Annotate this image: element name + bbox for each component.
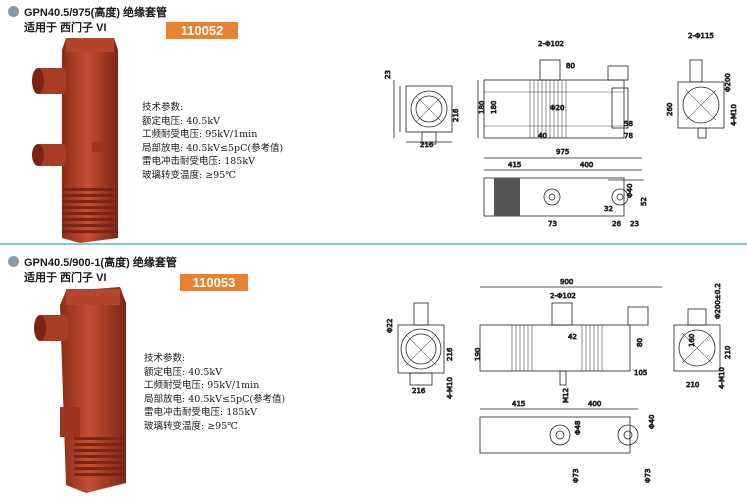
spec-item: 局部放电: 40.5kV≤5pC(参考值) [142,142,284,154]
product-section-2: GPN40.5/900-1(高度) 绝缘套管 适用于 西门子 VI 110053… [0,245,747,502]
spec-item: 雷电冲击耐受电压: 185kV [142,156,255,168]
dim-label: Φ20 [550,104,564,112]
dim-label: Φ73 [572,469,580,483]
spec-item: 玻璃转变温度: ≥95℃ [144,420,238,432]
spec-item: 额定电压: 40.5kV [144,366,222,378]
dim-label: 415 [512,400,525,408]
dim-label: 40 [538,132,547,140]
spec-item: 局部放电: 40.5kV≤5pC(参考值) [144,393,286,405]
dim-label: Φ200±0.2 [714,283,722,319]
product-photo [34,287,126,493]
dim-label: Φ73 [644,469,652,483]
dim-label: 216 [420,141,434,149]
dim-label: M12 [562,388,570,403]
dim-label: 4-M10 [730,104,738,126]
dim-label: 52 [640,197,648,206]
product-code-badge: 110052 [166,22,238,39]
dim-label: 32 [604,205,613,213]
product-title: GPN40.5/900-1(高度) 绝缘套管 [24,257,177,269]
dim-label: 900 [560,278,573,286]
dim-label: 73 [548,220,557,228]
product-section-1: GPN40.5/975(高度) 绝缘套管 适用于 西门子 VI 110052 技… [0,0,747,243]
dim-label: 160 [688,334,696,347]
dim-label: 4-M10 [718,367,726,389]
bullet-icon [8,6,19,17]
dim-label: Φ40 [648,415,656,429]
product-code-badge: 110053 [180,274,248,291]
dim-label: Φ200 [724,73,732,92]
technical-drawing-2: Φ22 216 216 900 2-Φ102 190 42 M12 105 80… [386,278,733,484]
specs-list: 技术参数: 额定电压: 40.5kV 工频耐受电压: 95kV/1min 局部放… [144,352,285,434]
dim-label: Φ40 [626,184,634,198]
dim-label: 2-Φ102 [538,40,564,48]
dim-label: 190 [474,348,482,361]
product-title: GPN40.5/975(高度) 绝缘套管 [24,7,168,19]
dim-label: 975 [556,148,569,156]
dim-label: Φ22 [386,319,394,333]
dim-label: 78 [624,132,633,140]
spec-item: 工频耐受电压: 95kV/1min [144,380,260,392]
dim-label: 105 [634,369,647,377]
dim-label: 216 [452,108,460,122]
dim-label: 415 [508,161,521,169]
dim-label: 400 [588,400,601,408]
dim-label: 23 [384,70,392,79]
spec-item: 额定电压: 40.5kV [142,115,220,127]
product-subtitle: 适用于 西门子 VI [24,22,107,34]
spec-item: 雷电冲击耐受电压: 185kV [144,407,257,419]
specs-header: 技术参数: [142,102,184,113]
dim-label: 180 [478,101,486,114]
dim-label: 400 [580,161,593,169]
technical-drawing-1: 23 216 216 2-Φ102 80 180 180 Φ20 40 58 7… [384,32,739,229]
section-divider [0,243,747,245]
dim-label: 210 [724,346,732,359]
dim-label: 4-M10 [446,377,454,399]
specs-header: 技术参数: [144,353,186,364]
dim-label: 216 [446,347,454,361]
dim-label: 2-Φ102 [550,292,576,300]
specs-list: 技术参数: 额定电压: 40.5kV 工频耐受电压: 95kV/1min 局部放… [142,101,283,183]
dim-label: 2-Φ115 [688,32,714,40]
dim-label: 80 [636,338,644,347]
spec-item: 工频耐受电压: 95kV/1min [142,129,258,141]
dim-label: 180 [490,101,498,114]
dim-label: 80 [566,62,575,70]
dim-label: 210 [686,381,699,389]
dim-label: 26 [612,220,621,228]
product-subtitle: 适用于 西门子 VI [24,272,107,284]
dim-label: 23 [630,220,639,228]
dim-label: 58 [624,120,633,128]
dim-label: Φ48 [574,421,582,435]
spec-item: 玻璃转变温度: ≥95℃ [142,169,236,181]
dim-label: 216 [412,387,426,395]
product-photo [32,38,118,243]
dim-label: 260 [666,103,674,116]
dim-label: 42 [568,333,577,341]
bullet-icon [8,256,19,267]
